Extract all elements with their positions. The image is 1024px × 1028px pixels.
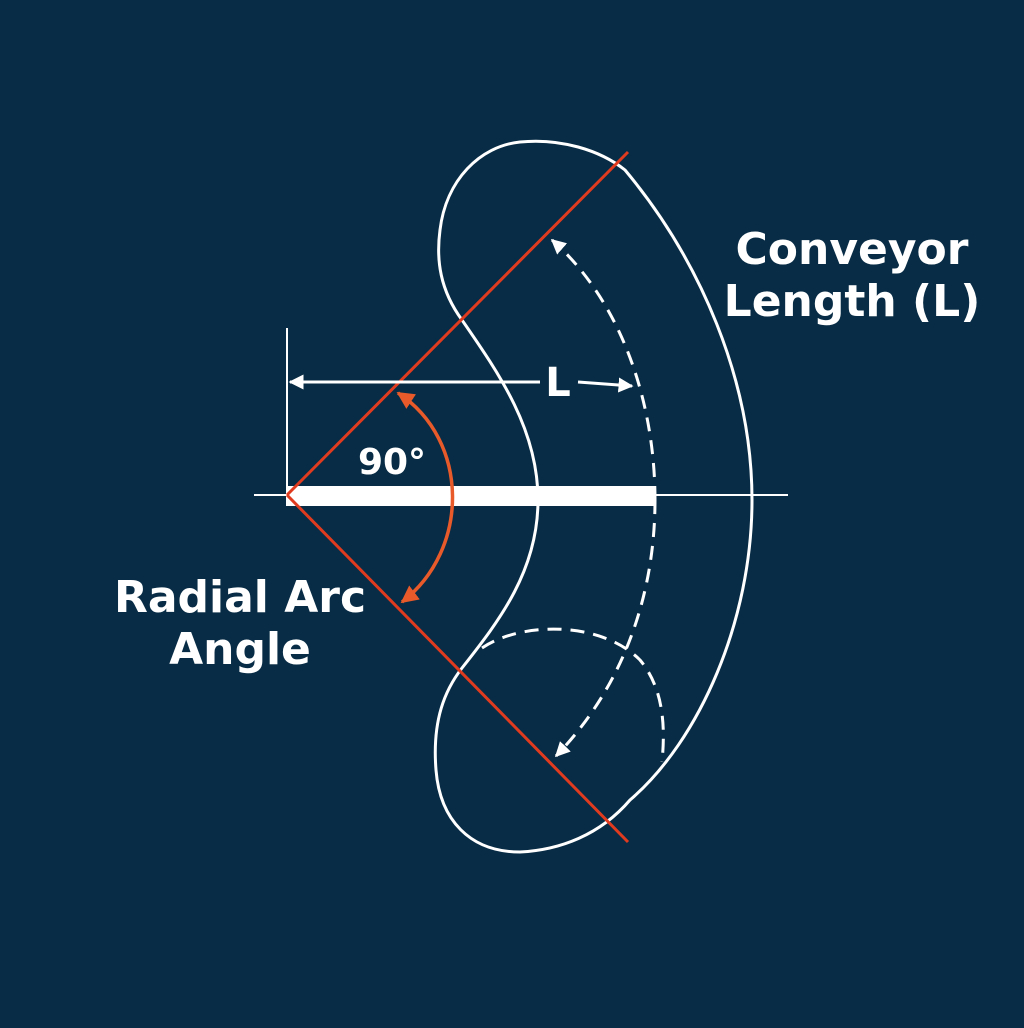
radial-arc-angle-title-line2: Angle (169, 624, 311, 675)
conveyor-length-title-line2: Length (L) (724, 276, 981, 327)
radial-line-upper (285, 150, 630, 497)
dashed-return-loop (481, 627, 665, 763)
radius-bar (286, 486, 654, 506)
radial-line-lower (285, 493, 630, 844)
radial-arc-angle-title-line1: Radial Arc (114, 572, 366, 623)
dashed-path-lower (554, 499, 657, 758)
length-symbol-label: L (545, 360, 571, 406)
conveyor-length-title-line1: Conveyor (736, 224, 969, 275)
dashed-path-upper (550, 238, 657, 501)
angle-value-label: 90° (358, 442, 426, 483)
angle-arc-arrow (396, 391, 455, 604)
length-dimension-right (577, 377, 634, 393)
